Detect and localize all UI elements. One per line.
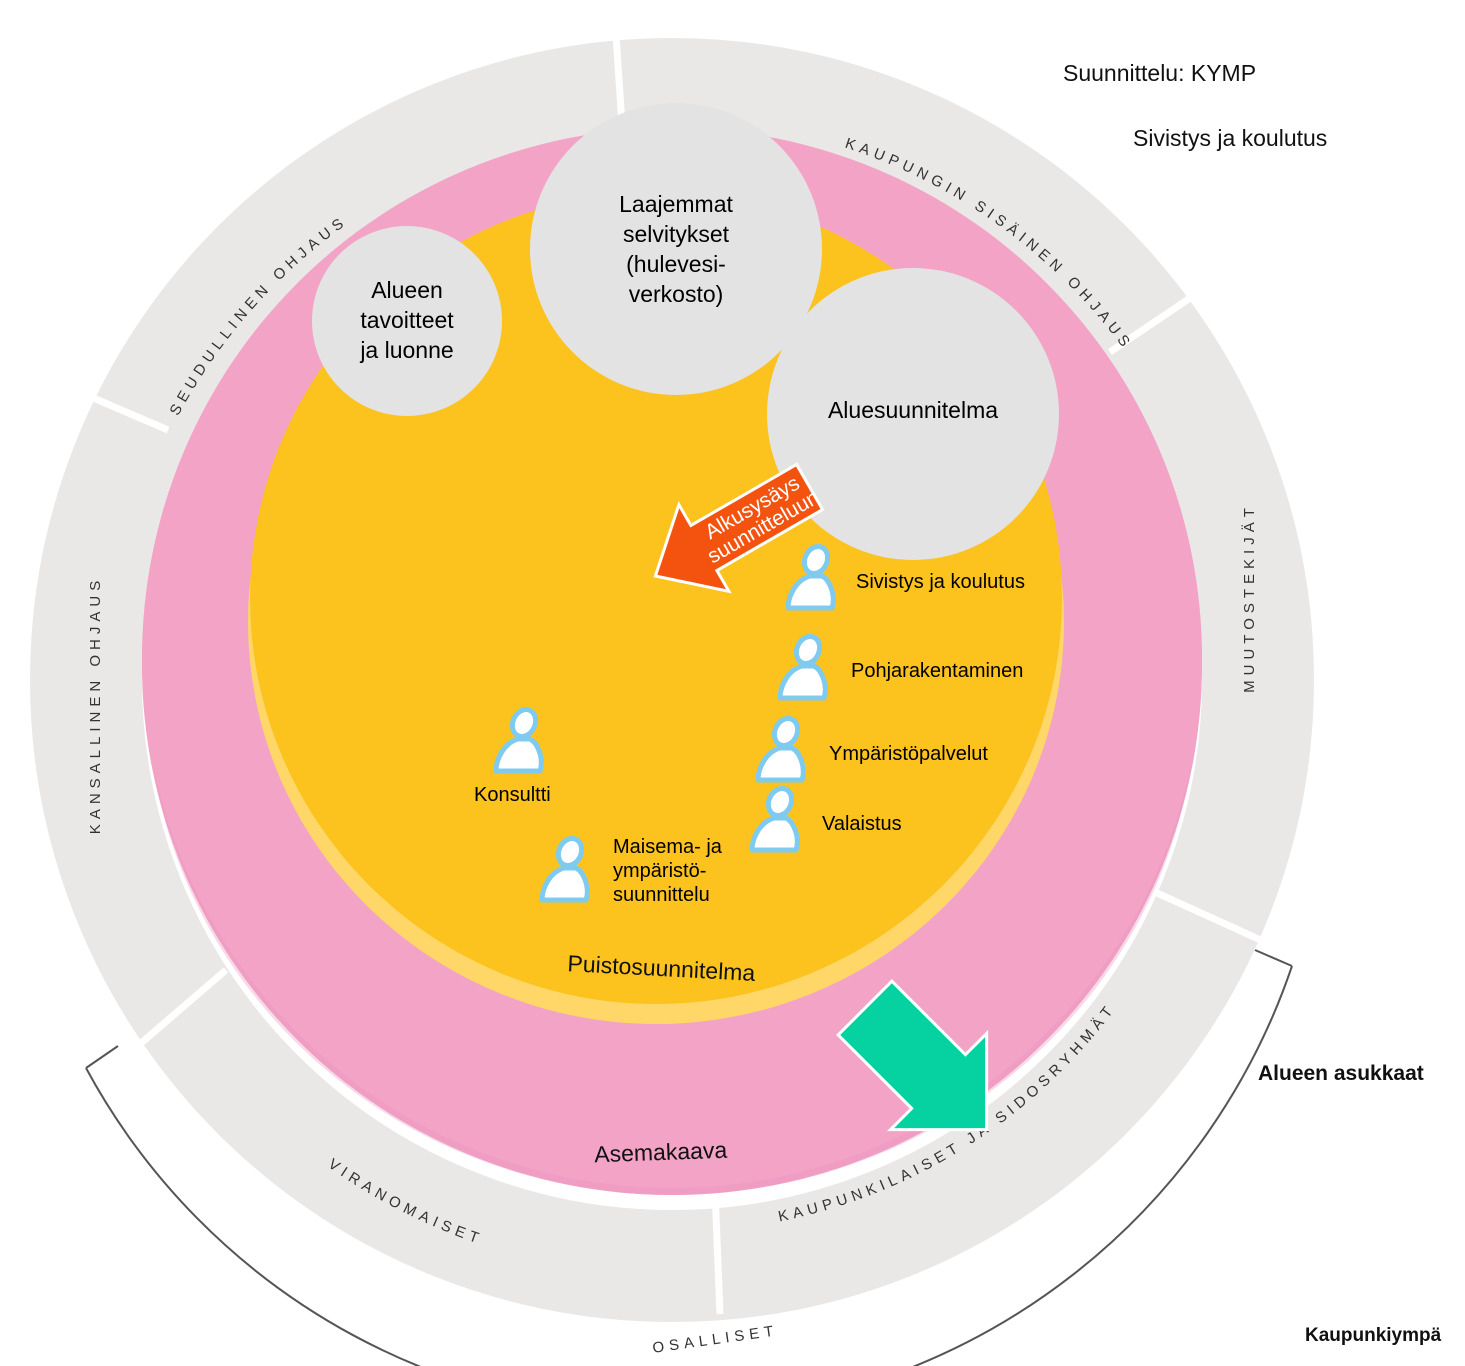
bubble-laajemmat-selvitykset	[530, 103, 822, 395]
person-label-maisema-line1: Maisema- ja	[613, 836, 723, 858]
header-line-1: Suunnittelu: KYMP	[1063, 60, 1257, 86]
person-label-maisema-line2: ympäristö-	[613, 860, 706, 882]
ring-label-muutostekijat: MUUTOSTEKIJÄT	[1241, 503, 1258, 693]
asemakaava-label: Asemakaava	[594, 1137, 728, 1168]
bubble-laajemmat-line1: Laajemmat	[619, 191, 733, 217]
person-label-ymparistopalvelut: Ympäristöpalvelut	[829, 743, 988, 765]
ring-label-kansallinen: KANSALLINEN OHJAUS	[87, 576, 104, 834]
person-label-maisema-line3: suunnittelu	[613, 884, 710, 906]
osalliset-label: OSALLISET	[651, 1322, 779, 1356]
bubble-alueen-tavoitteet	[312, 226, 502, 416]
bubble-laajemmat-line3: (hulevesi-	[626, 251, 726, 277]
person-label-konsultti: Konsultti	[474, 784, 551, 806]
ring-separators	[68, 5, 1267, 1315]
header-line-2: Sivistys ja koulutus	[1133, 125, 1328, 151]
side-label-residents: Alueen asukkaat	[1258, 1062, 1424, 1085]
bubble-alueen-line1: Alueen	[371, 277, 443, 303]
outer-ring	[30, 38, 1314, 1322]
bubble-laajemmat-line4: verkosto)	[629, 281, 724, 307]
bubble-alueen-line2: tavoitteet	[360, 307, 454, 333]
bubble-aluesuunnitelma-label: Aluesuunnitelma	[828, 397, 998, 423]
bubble-laajemmat-line2: selvitykset	[623, 221, 730, 247]
bubble-alueen-line3: ja luonne	[359, 337, 453, 363]
side-label-bottom-right: Kaupunkiympä	[1305, 1325, 1442, 1346]
person-label-pohjarakentaminen: Pohjarakentaminen	[851, 660, 1023, 682]
residents-arrow	[836, 979, 989, 1132]
osalliset-bracket	[85, 949, 1293, 1366]
person-label-sivistys: Sivistys ja koulutus	[856, 571, 1025, 593]
bubble-aluesuunnitelma	[767, 268, 1059, 560]
person-label-valaistus: Valaistus	[822, 813, 902, 835]
